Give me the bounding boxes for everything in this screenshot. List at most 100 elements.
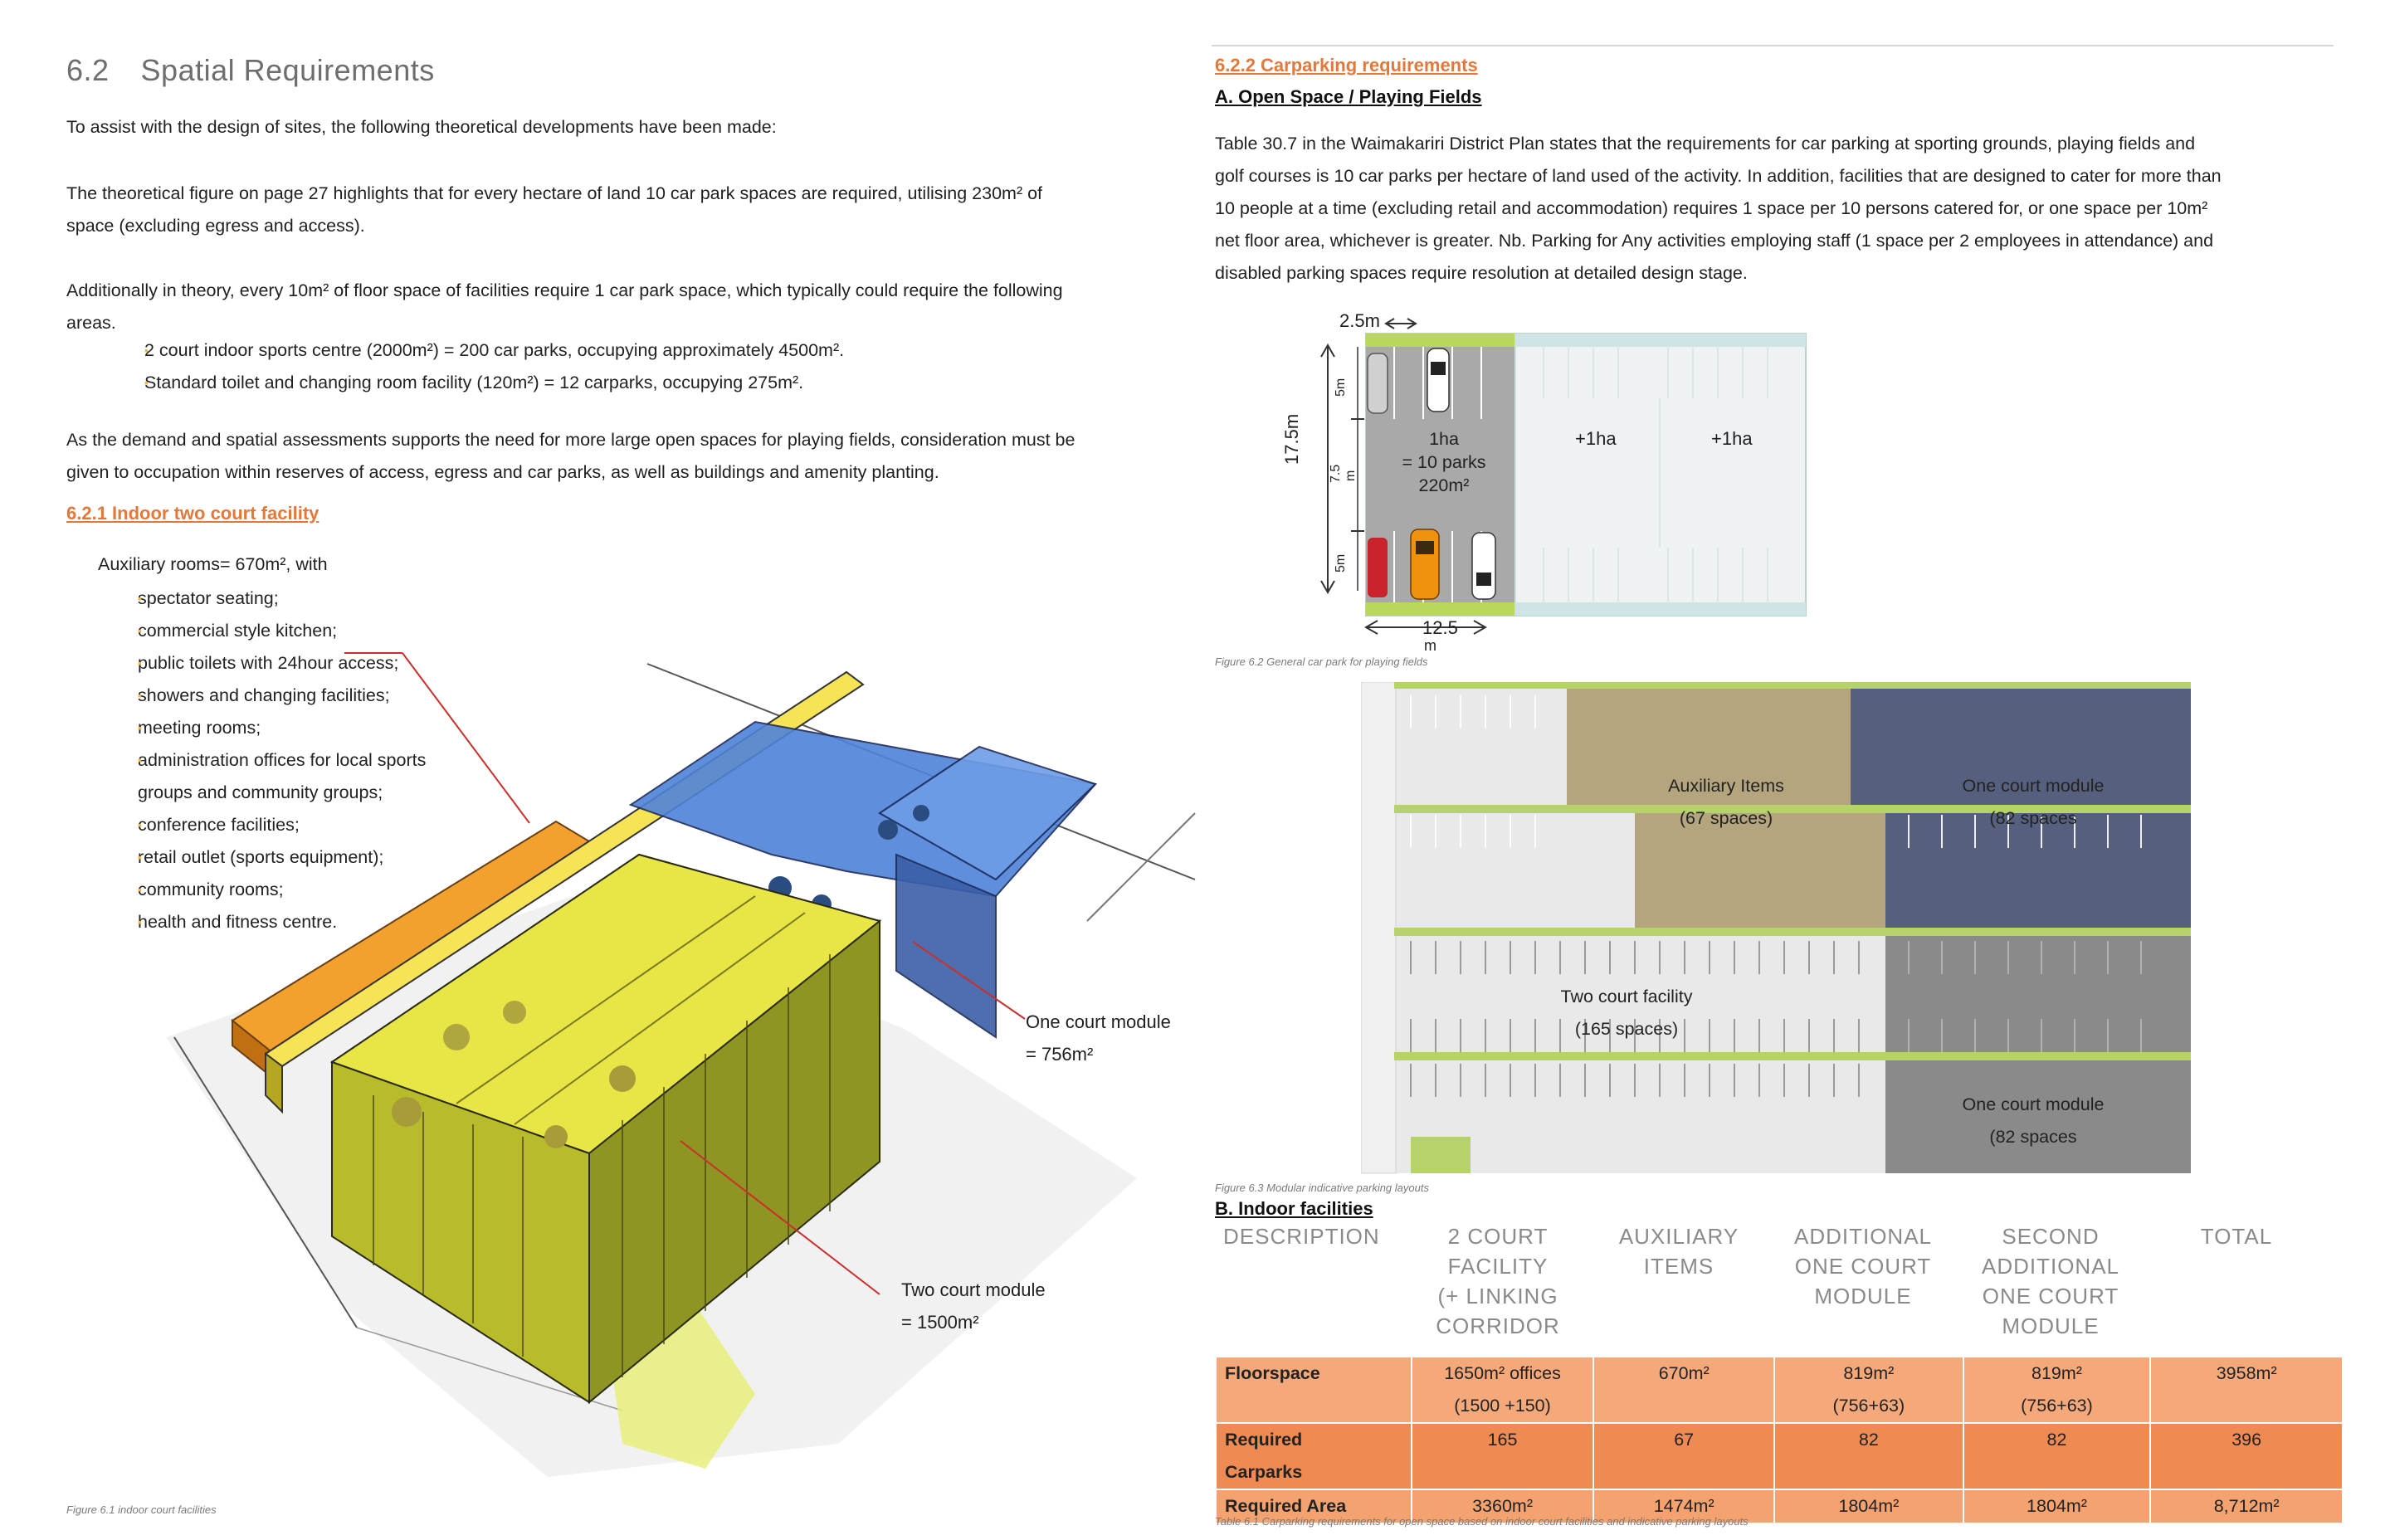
- header-line: MODULE: [2002, 1313, 2100, 1338]
- dim-bottom-unit: m: [1424, 637, 1436, 654]
- figure-6-2-caption: Figure 6.2 General car park for playing …: [1215, 655, 1428, 668]
- table-cell: 67: [1593, 1422, 1775, 1490]
- header-total: TOTAL: [2149, 1221, 2324, 1251]
- dim-left-label: 17.5m: [1281, 413, 1302, 465]
- section-number: 6.2: [66, 53, 110, 87]
- auxiliary-items-label: Auxiliary Items (67 spaces): [1627, 770, 1826, 835]
- header-line: ITEMS: [1643, 1254, 1714, 1279]
- cell-line: 1650m² offices: [1444, 1363, 1561, 1383]
- table-cell: 82: [1773, 1422, 1964, 1490]
- open-space-line: net floor area, whichever is greater. Nb…: [1215, 231, 2214, 251]
- open-space-line: golf courses is 10 car parks per hectare…: [1215, 166, 2222, 186]
- row-label: Required Area: [1215, 1489, 1412, 1524]
- cell-1ha-line-3: 220m²: [1418, 475, 1470, 495]
- header-line: ADDITIONAL: [1981, 1254, 2120, 1279]
- one-court-label-line-1: One court module: [1026, 1011, 1171, 1032]
- dim-5m-bottom: 5m: [1334, 553, 1348, 573]
- one-court-label: One court module = 756m²: [1026, 1006, 1171, 1070]
- section-title: Spatial Requirements: [140, 53, 435, 87]
- header-auxiliary: AUXILIARY ITEMS: [1592, 1221, 1766, 1281]
- paragraph-3-line-2: areas.: [66, 313, 116, 333]
- cell-line: (756+63): [2021, 1396, 2093, 1416]
- header-second-additional: SECOND ADDITIONAL ONE COURT MODULE: [1963, 1221, 2138, 1341]
- indoor-facilities-table: Floorspace 1650m² offices(1500 +150) 670…: [1215, 1356, 2344, 1524]
- top-rule: [1212, 45, 2334, 46]
- modular-parking-layout: [1361, 682, 2191, 1180]
- list-item: conference facilities;: [98, 809, 426, 841]
- list-item: spectator seating;: [98, 582, 426, 615]
- table-cell: 1650m² offices(1500 +150): [1410, 1356, 1595, 1424]
- cell-plus-1ha-a: +1ha: [1575, 428, 1617, 449]
- list-item: meeting rooms;: [98, 712, 426, 744]
- table-row: Floorspace 1650m² offices(1500 +150) 670…: [1215, 1356, 2344, 1424]
- table-cell: 670m²: [1593, 1356, 1775, 1424]
- subheading-indoor-two-court: 6.2.1 Indoor two court facility: [66, 503, 319, 524]
- table-cell: 3958m²: [2149, 1356, 2344, 1424]
- two-court-label: Two court module = 1500m²: [901, 1274, 1046, 1338]
- cell-1ha: 1ha = 10 parks 220m²: [1386, 427, 1502, 497]
- one-court-upper-line-1: One court module: [1962, 776, 2105, 796]
- list-item: public toilets with 24hour access;: [98, 647, 426, 680]
- dim-7-5: 7.5: [1329, 464, 1343, 483]
- header-line: DESCRIPTION: [1223, 1224, 1380, 1249]
- table-row: Required Area 3360m² 1474m² 1804m² 1804m…: [1215, 1489, 2344, 1524]
- header-2-court: 2 COURT FACILITY (+ LINKING CORRIDOR: [1411, 1221, 1585, 1341]
- dim-bottom-label: 12.5: [1422, 617, 1458, 638]
- header-line: MODULE: [1814, 1284, 1912, 1309]
- cell-plus-1ha-b: +1ha: [1711, 428, 1753, 449]
- one-court-lower-line-1: One court module: [1962, 1094, 2105, 1114]
- row-label-text: Carparks: [1225, 1462, 1303, 1482]
- one-court-module-lower-label: One court module (82 spaces: [1934, 1089, 2133, 1153]
- dim-5m-top: 5m: [1334, 378, 1348, 397]
- section-heading: 6.2 Spatial Requirements: [66, 53, 435, 88]
- two-court-facility-line-1: Two court facility: [1560, 987, 1693, 1006]
- row-label-text: Floorspace: [1225, 1363, 1320, 1383]
- bullet-item: 2 court indoor sports centre (2000m²) = …: [66, 334, 844, 367]
- table-6-1-caption: Table 6.1 Carparking requirements for op…: [1215, 1515, 1749, 1528]
- one-court-upper-line-2: (82 spaces: [1989, 808, 2077, 828]
- paragraph-4: As the demand and spatial assessments su…: [66, 424, 1075, 489]
- two-court-facility-label: Two court facility (165 spaces): [1527, 981, 1726, 1045]
- header-line: ONE COURT: [1794, 1254, 1932, 1279]
- table-cell: 82: [1962, 1422, 2152, 1490]
- cell-line: 819m²: [1843, 1363, 1895, 1383]
- two-court-facility-line-2: (165 spaces): [1574, 1019, 1679, 1039]
- paragraph-2: The theoretical figure on page 27 highli…: [66, 178, 1042, 242]
- intro-paragraph: To assist with the design of sites, the …: [66, 117, 777, 137]
- paragraph-4-line-1: As the demand and spatial assessments su…: [66, 430, 1076, 450]
- table-cell: 819m²(756+63): [1773, 1356, 1964, 1424]
- header-line: SECOND: [2002, 1224, 2100, 1249]
- two-court-label-line-2: = 1500m²: [901, 1312, 979, 1333]
- paragraph-3: Additionally in theory, every 10m² of fl…: [66, 275, 1063, 339]
- header-description: DESCRIPTION: [1215, 1221, 1397, 1251]
- requirement-bullets: 2 court indoor sports centre (2000m²) = …: [66, 334, 844, 399]
- open-space-paragraph: Table 30.7 in the Waimakariri District P…: [1215, 128, 2222, 290]
- header-additional: ADDITIONAL ONE COURT MODULE: [1776, 1221, 1950, 1311]
- list-item: health and fitness centre.: [98, 906, 426, 938]
- bullet-item: Standard toilet and changing room facili…: [66, 367, 844, 399]
- paragraph-2-line-1: The theoretical figure on page 27 highli…: [66, 183, 1043, 203]
- cell-1ha-line-1: 1ha: [1429, 429, 1459, 449]
- one-court-module-upper-label: One court module (82 spaces: [1934, 770, 2133, 835]
- list-item: administration offices for local sports: [98, 744, 426, 777]
- list-item: community rooms;: [98, 874, 426, 906]
- table-cell: 396: [2149, 1422, 2344, 1490]
- list-item: retail outlet (sports equipment);: [98, 841, 426, 874]
- one-court-lower-line-2: (82 spaces: [1989, 1127, 2077, 1147]
- header-line: (+ LINKING: [1437, 1284, 1558, 1309]
- auxiliary-items-line-1: Auxiliary Items: [1668, 776, 1784, 796]
- cell-line: 819m²: [2032, 1363, 2082, 1383]
- auxiliary-items-line-2: (67 spaces): [1679, 808, 1773, 828]
- figure-6-3-caption: Figure 6.3 Modular indicative parking la…: [1215, 1182, 1429, 1194]
- auxiliary-rooms-list: spectator seating; commercial style kitc…: [98, 582, 426, 938]
- subheading-open-space: A. Open Space / Playing Fields: [1215, 86, 1482, 107]
- table-cell: 1804m²: [1962, 1489, 2152, 1524]
- paragraph-3-line-1: Additionally in theory, every 10m² of fl…: [66, 280, 1063, 300]
- header-line: 2 COURT: [1447, 1224, 1549, 1249]
- table-cell: 819m² (756+63): [1962, 1356, 2152, 1424]
- dim-7-5-unit: m: [1344, 470, 1358, 481]
- table-cell: 165: [1410, 1422, 1595, 1490]
- header-line: FACILITY: [1447, 1254, 1549, 1279]
- header-line: ADDITIONAL: [1793, 1224, 1933, 1249]
- two-court-label-line-1: Two court module: [901, 1279, 1046, 1300]
